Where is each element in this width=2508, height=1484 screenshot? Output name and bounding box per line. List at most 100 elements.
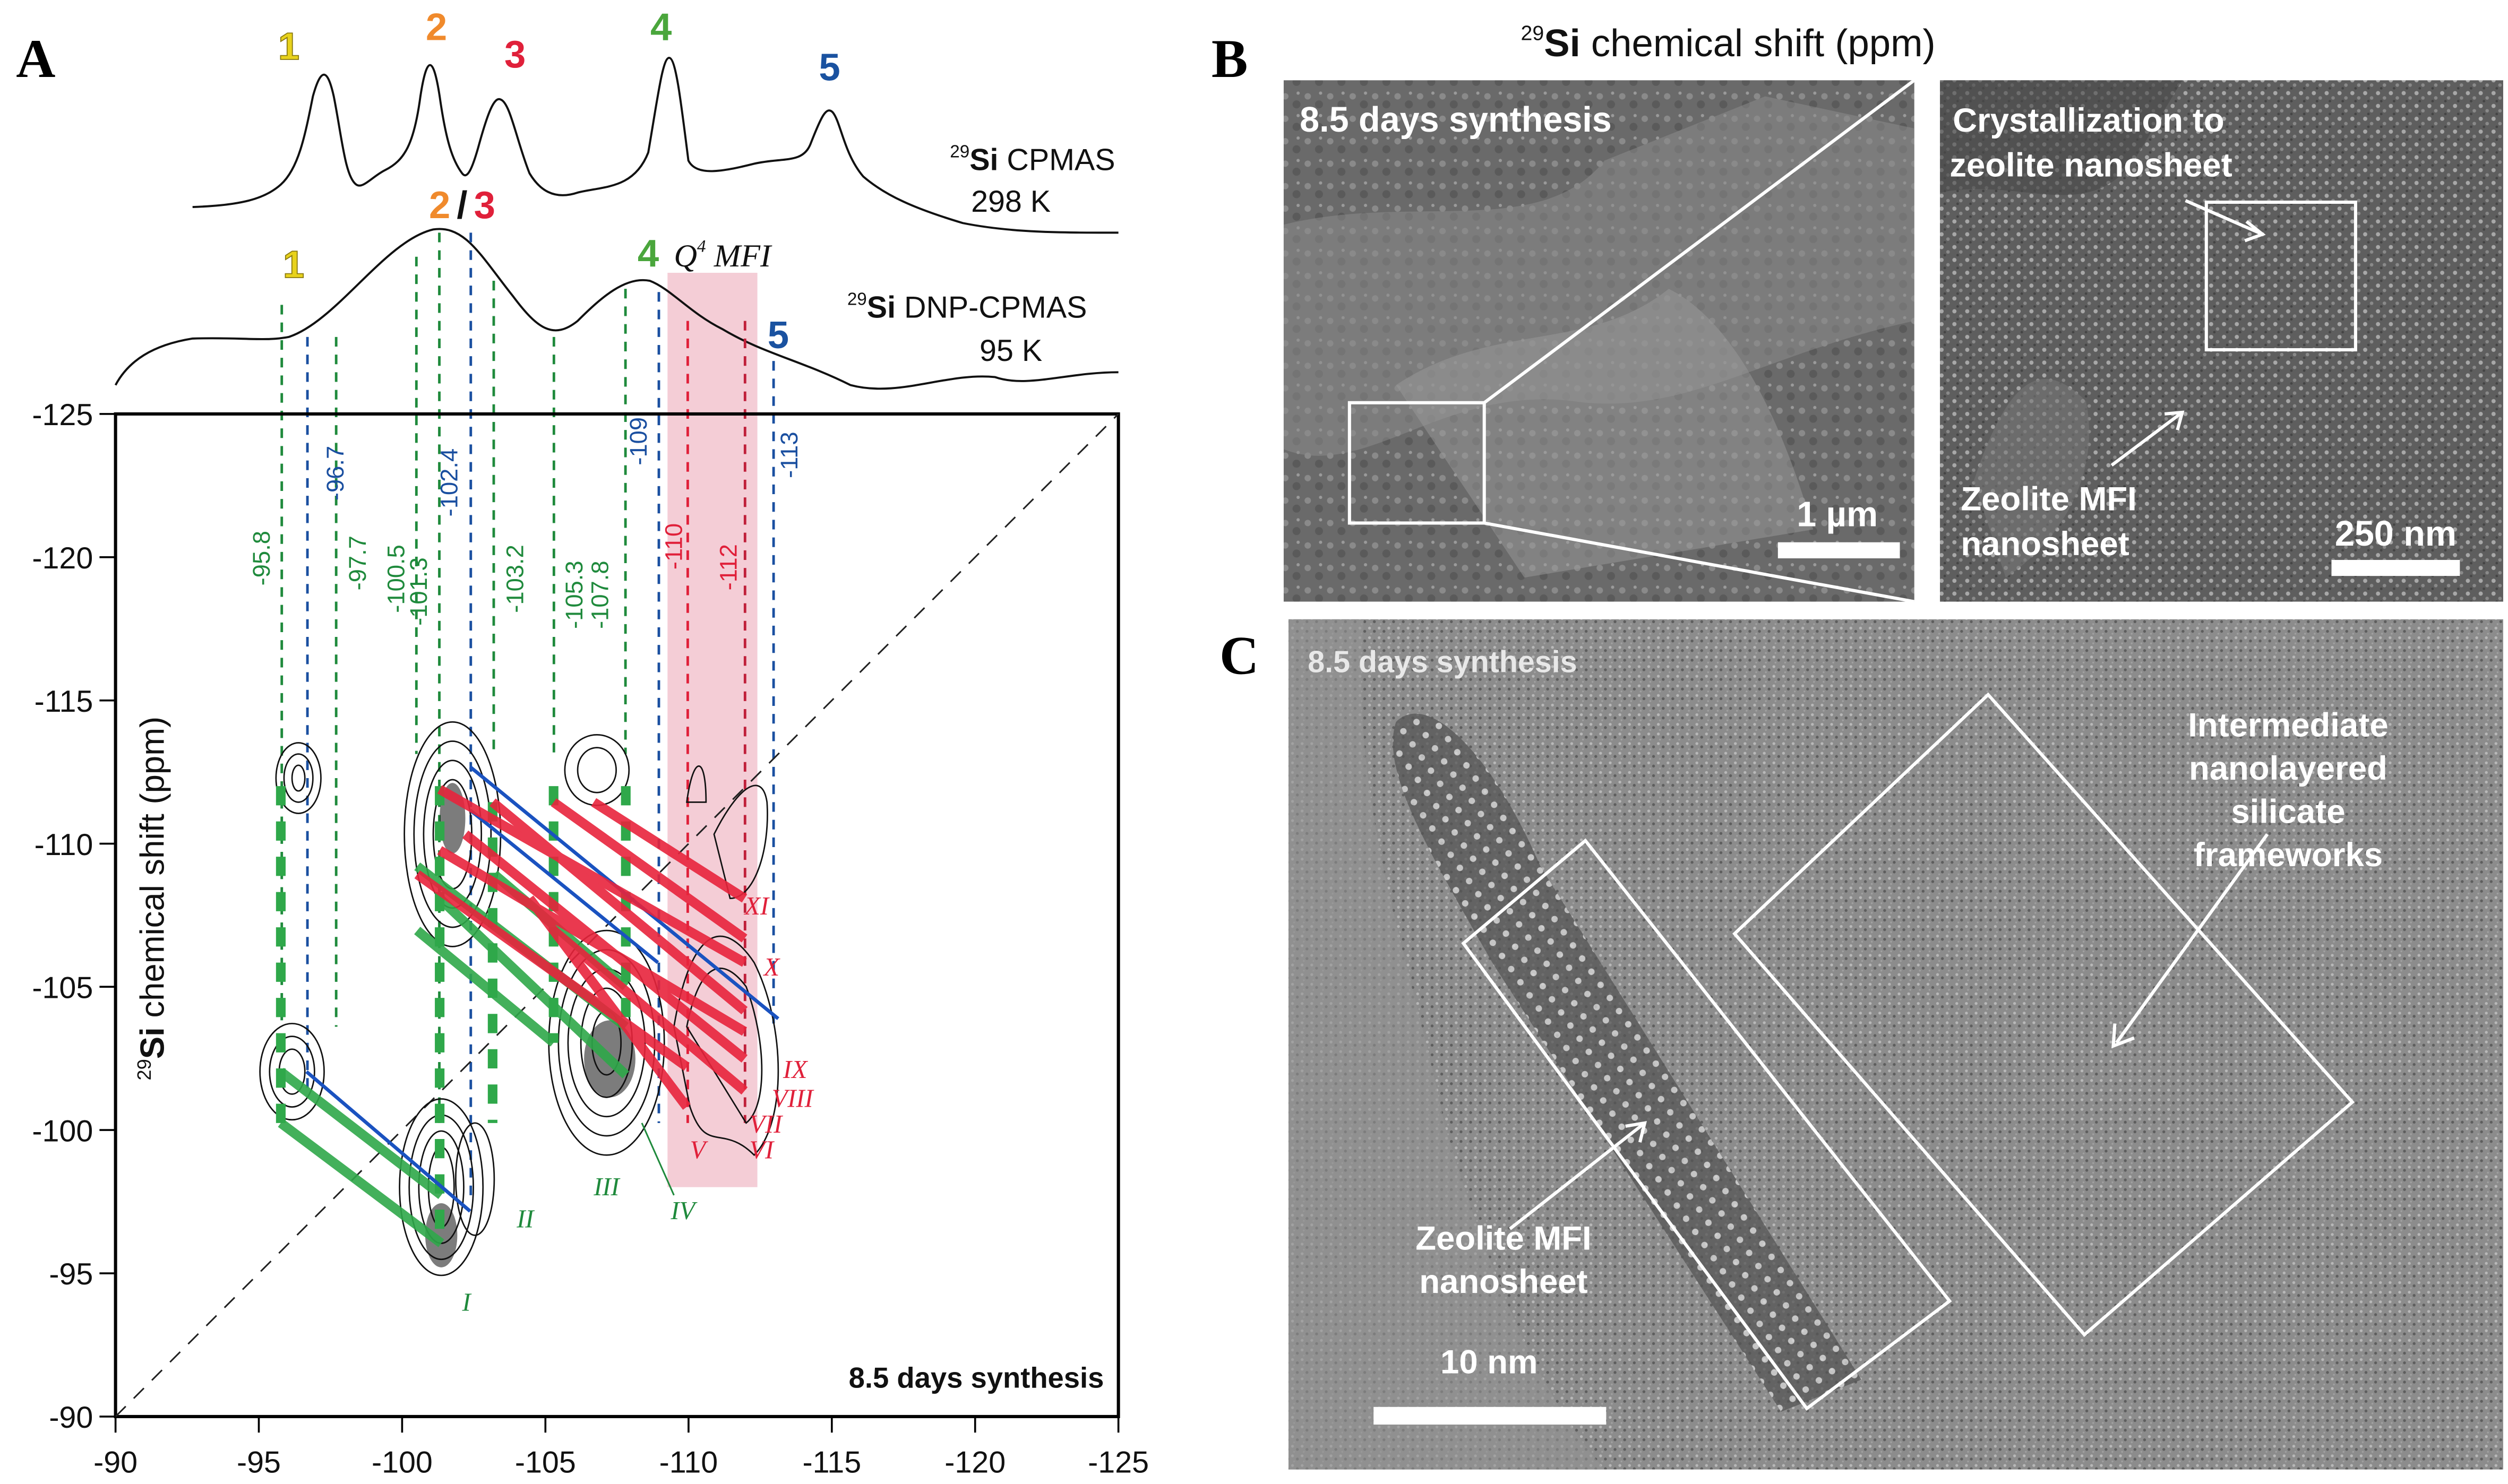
y-tick-label: -95	[49, 1257, 93, 1291]
intermediate-label-line: silicate	[2231, 793, 2345, 831]
sem-right-label-line2: zeolite nanosheet	[1949, 147, 2232, 184]
sem-right-arrow-label-line2: nanosheet	[1961, 525, 2129, 563]
dnp-peak-label-5: 5	[768, 314, 789, 357]
y-tick-label: -115	[35, 685, 93, 719]
x-tick-label: -105	[515, 1446, 576, 1480]
y-tick-label: -90	[49, 1401, 93, 1435]
x-tick-label: -100	[372, 1446, 433, 1480]
sem-right-arrow-label-line1: Zeolite MFI	[1961, 480, 2136, 517]
tem-scale-bar	[1373, 1407, 1607, 1425]
nanosheet-label: Zeolite MFI nanosheet	[1415, 1220, 1591, 1301]
sem-right-scale-label: 250 nm	[2335, 514, 2457, 554]
sem-left-label: 8.5 days synthesis	[1300, 100, 1612, 140]
intermediate-label-line: frameworks	[2194, 836, 2383, 874]
dnp-peak-label-2: 2	[429, 184, 450, 227]
sem-image-right: Crystallization to zeolite nanosheet Zeo…	[1940, 80, 2503, 602]
cross-peak-labels: I II III IV V VI VII VIII IX X XI	[461, 892, 814, 1317]
q4-mfi-label: Q4 MFI	[674, 237, 772, 274]
cpmas-peak-label-5: 5	[819, 46, 840, 89]
cross-peak-label-x: X	[763, 953, 781, 981]
panel-b: B 29Si chemical shift (ppm) 8.5 days syn…	[1212, 22, 2503, 603]
x-tick-label: -115	[802, 1446, 861, 1480]
intermediate-label-line: Intermediate	[2188, 706, 2388, 744]
cross-peak-label-v: V	[690, 1136, 709, 1164]
y-tick-label: -125	[32, 398, 93, 432]
sem-left-scale-bar	[1777, 542, 1900, 558]
shift-label: -103.2	[501, 545, 528, 613]
x-tick-label: -110	[659, 1446, 718, 1480]
intermediate-label: Intermediate nanolayered silicate framew…	[2188, 706, 2388, 874]
nanosheet-arrow	[1509, 1121, 1646, 1230]
label-leader-line	[641, 1123, 675, 1196]
cpmas-temperature-label: 298 K	[971, 185, 1051, 219]
red-correlation-lines	[414, 785, 748, 1110]
tem-label: 8.5 days synthesis	[1308, 645, 1577, 679]
x-tick-label: -90	[93, 1446, 138, 1480]
cross-peak-label-ii: II	[516, 1205, 535, 1233]
cpmas-peak-label-4: 4	[650, 6, 672, 49]
tem-scale-label: 10 nm	[1440, 1343, 1538, 1381]
panel-a-letter: A	[16, 29, 55, 89]
panel-b-title: 29Si chemical shift (ppm)	[1521, 22, 1936, 65]
shift-labels: -95.8 -96.7 -97.7 -100.5 -101.3 -102.4 -…	[248, 417, 803, 629]
cpmas-peak-label-1: 1	[278, 25, 299, 68]
shift-label: -109	[625, 417, 652, 465]
shift-label: -97.7	[344, 536, 371, 590]
plot-frame	[114, 412, 1120, 1418]
cpmas-spectrum-trace	[192, 56, 1119, 234]
sem-right-scale-bar	[2331, 559, 2460, 576]
y-axis-tick-labels: -90 -95 -100 -105 -110 -115 -120 -125	[32, 398, 93, 1435]
shift-label: -100.5	[383, 545, 410, 613]
x-axis-tick-labels: -90 -95 -100 -105 -110 -115 -120 -125	[93, 1446, 1149, 1480]
shift-label: -110	[660, 523, 688, 570]
y-tick-label: -110	[35, 828, 93, 862]
x-tick-label: -95	[237, 1446, 281, 1480]
shift-label: -112	[715, 544, 742, 590]
shift-label: -95.8	[248, 531, 275, 585]
shift-label: -101.3	[405, 557, 432, 626]
cross-peak-label-vi: VI	[749, 1136, 775, 1164]
shift-label: -113	[776, 432, 803, 478]
y-tick-label: -100	[32, 1114, 93, 1148]
sem-image-left: 8.5 days synthesis 1 µm	[1283, 79, 1916, 603]
sem-right-label-line1: Crystallization to	[1953, 102, 2224, 139]
cross-peak-label-ix: IX	[783, 1056, 809, 1084]
y-tick-label: -105	[32, 971, 93, 1005]
cpmas-spectrum-label: 29Si CPMAS	[950, 142, 1115, 177]
dnp-peak-label-3: 3	[474, 184, 495, 227]
synthesis-annotation: 8.5 days synthesis	[849, 1362, 1104, 1394]
sem-left-scale-label: 1 µm	[1797, 495, 1878, 534]
cross-peak-label-vii: VII	[749, 1110, 783, 1138]
arrow-head-icon	[1625, 1121, 1647, 1143]
shift-label: -96.7	[322, 446, 349, 501]
cpmas-peak-label-2: 2	[426, 6, 447, 49]
x-tick-label: -125	[1088, 1446, 1149, 1480]
dnp-peak-label-slash: /	[457, 184, 467, 227]
diagonal-line	[115, 413, 1119, 1417]
cross-peak-label-iv: IV	[670, 1197, 698, 1225]
cpmas-peak-label-3: 3	[504, 33, 526, 76]
x-axis	[114, 1416, 1120, 1433]
intermediate-arrow	[2115, 833, 2269, 1044]
cross-peak-label-viii: VIII	[772, 1085, 814, 1113]
tem-vacuum-region	[1288, 619, 1605, 1470]
cross-peak-label-xi: XI	[743, 892, 770, 920]
y-axis-label: 29Si chemical shift (ppm)	[133, 717, 171, 1081]
shift-label: -105.3	[561, 560, 588, 629]
dnp-peak-label-4: 4	[638, 232, 659, 275]
panel-b-letter: B	[1212, 29, 1248, 89]
panel-c: C 8.5 days synthesis Intermediate nanola…	[1219, 619, 2503, 1470]
cross-peak-label-i: I	[461, 1288, 471, 1316]
panel-a: A 1 2 3 4 5 29Si CPMAS 298 K 1 2 / 3 4 5…	[16, 6, 1149, 1480]
y-tick-label: -120	[32, 541, 93, 575]
dnp-spectrum-label: 29Si DNP-CPMAS	[847, 289, 1087, 324]
panel-c-letter: C	[1219, 626, 1259, 686]
y-axis	[99, 413, 116, 1418]
intermediate-framework-box	[1732, 692, 2355, 1338]
x-tick-label: -120	[944, 1446, 1006, 1480]
dnp-spectrum-trace	[114, 228, 1119, 390]
arrow-head-icon	[2111, 1023, 2135, 1049]
shift-label: -107.8	[586, 560, 613, 629]
cross-peak-label-iii: III	[593, 1173, 620, 1201]
